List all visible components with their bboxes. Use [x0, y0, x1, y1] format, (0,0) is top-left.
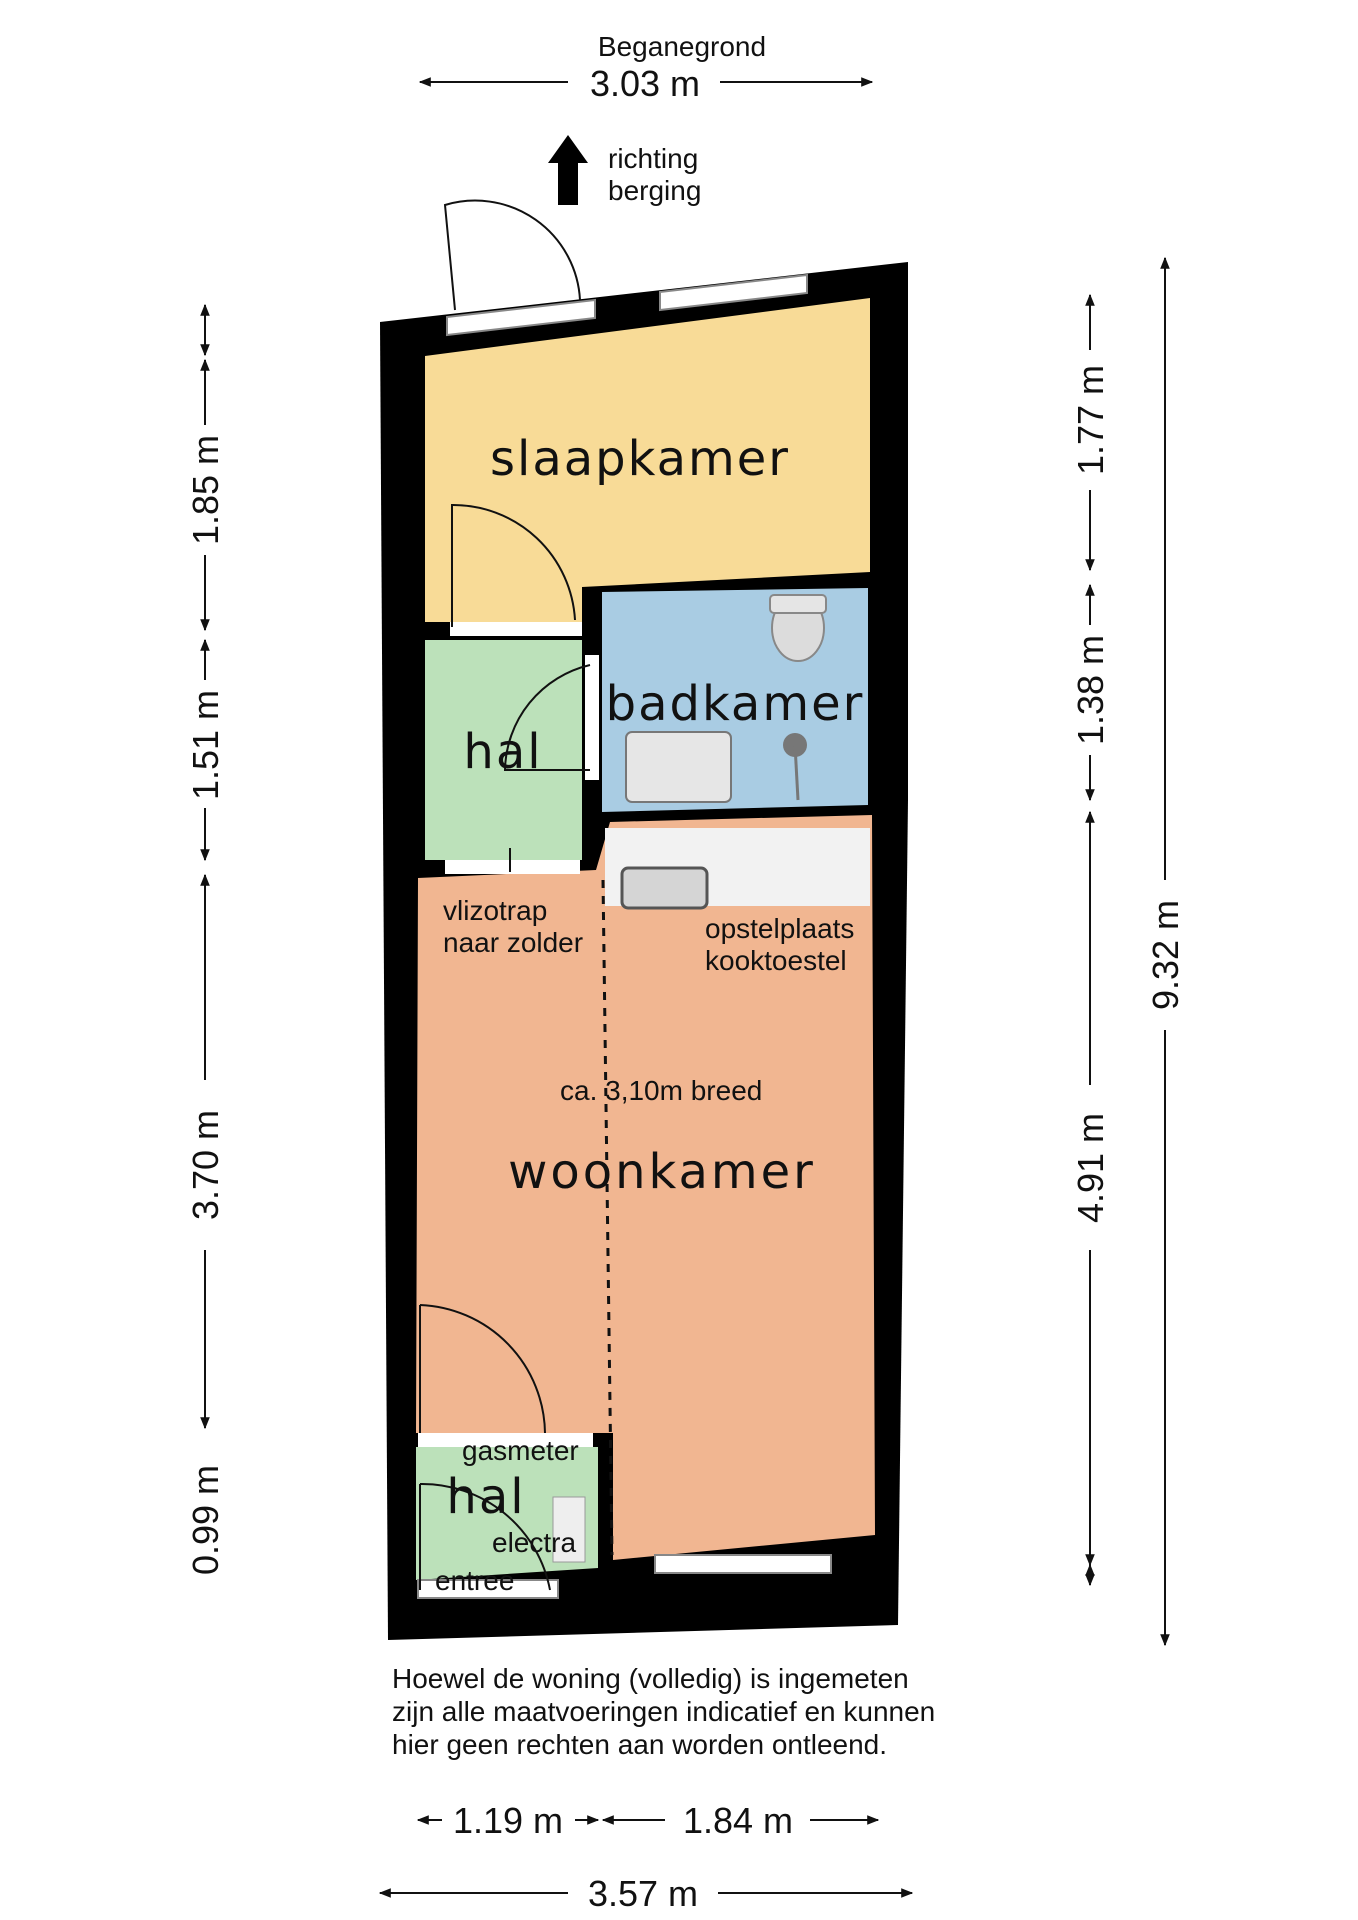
door-swing-outside	[443, 199, 581, 311]
dim-right-2: 1.38 m	[1070, 635, 1111, 745]
door-swing-hal-side	[503, 664, 591, 771]
door-gap-hal-side	[585, 655, 599, 780]
room-label-woonkamer: woonkamer	[508, 1144, 816, 1200]
door-swing-slaapkamer	[451, 503, 576, 627]
disclaimer-line: hier geen rechten aan worden ontleend.	[392, 1729, 888, 1760]
annot-gasmeter: gasmeter	[462, 1435, 579, 1466]
dimension-lines	[200, 77, 1170, 1898]
washbasin-icon	[625, 731, 732, 803]
room-label-hal-lower: hal	[446, 1469, 525, 1525]
dim-right-1: 1.77 m	[1070, 365, 1111, 475]
room-label-badkamer: badkamer	[606, 676, 865, 732]
window-woonkamer-bottom	[654, 1554, 832, 1574]
room-slaapkamer	[425, 298, 870, 622]
door-gap-slaapkamer	[450, 622, 582, 636]
dim-right-total: 9.32 m	[1145, 900, 1186, 1010]
dim-bottom-2: 1.84 m	[683, 1800, 793, 1841]
direction-line2: berging	[608, 175, 701, 206]
door-gap-hal-bottom	[445, 860, 580, 874]
windows	[417, 273, 832, 1599]
dim-bottom-1: 1.19 m	[453, 1800, 563, 1841]
floor-title: Beganegrond	[598, 31, 766, 62]
dim-left-4: 0.99 m	[185, 1465, 226, 1575]
divider-dashed	[601, 879, 614, 1556]
window-top-right	[659, 273, 808, 312]
room-label-slaapkamer: slaapkamer	[490, 431, 790, 487]
annot-breed: ca. 3,10m breed	[560, 1075, 762, 1106]
door-swing-entree	[419, 1482, 551, 1591]
dim-left-3: 3.70 m	[185, 1110, 226, 1220]
direction-arrow-icon	[548, 135, 588, 205]
shower-pipe	[793, 744, 800, 801]
annot-entree: entree	[435, 1565, 514, 1596]
door-gap-woon-hal	[418, 1433, 593, 1447]
dim-bottom-total: 3.57 m	[588, 1873, 698, 1914]
toilet-tank-icon	[769, 594, 827, 614]
disclaimer: Hoewel de woning (volledig) is ingemeten…	[392, 1662, 1012, 1761]
dim-right-3: 4.91 m	[1070, 1113, 1111, 1223]
annot-opstel-2: kooktoestel	[705, 945, 847, 976]
room-label-hal-upper: hal	[463, 724, 542, 780]
disclaimer-line: Hoewel de woning (volledig) is ingemeten	[392, 1663, 909, 1694]
meter-box	[552, 1496, 586, 1563]
door-swing-woonkamer	[419, 1304, 546, 1434]
room-hal-upper	[425, 640, 582, 860]
sink-icon	[620, 866, 709, 910]
annot-vlizotrap-1: vlizotrap	[443, 895, 547, 926]
dim-left-1: 1.85 m	[185, 435, 226, 545]
window-hal-lower	[417, 1579, 559, 1599]
disclaimer-line: zijn alle maatvoeringen indicatief en ku…	[392, 1696, 936, 1727]
annot-electra: electra	[492, 1527, 576, 1558]
direction-line1: richting	[608, 143, 698, 174]
dim-top-width: 3.03 m	[590, 63, 700, 104]
window-top-left	[446, 298, 596, 337]
door-swings	[419, 199, 591, 1591]
annot-vlizotrap-2: naar zolder	[443, 927, 583, 958]
annot-opstel-1: opstelplaats	[705, 913, 854, 944]
dim-left-2: 1.51 m	[185, 690, 226, 800]
